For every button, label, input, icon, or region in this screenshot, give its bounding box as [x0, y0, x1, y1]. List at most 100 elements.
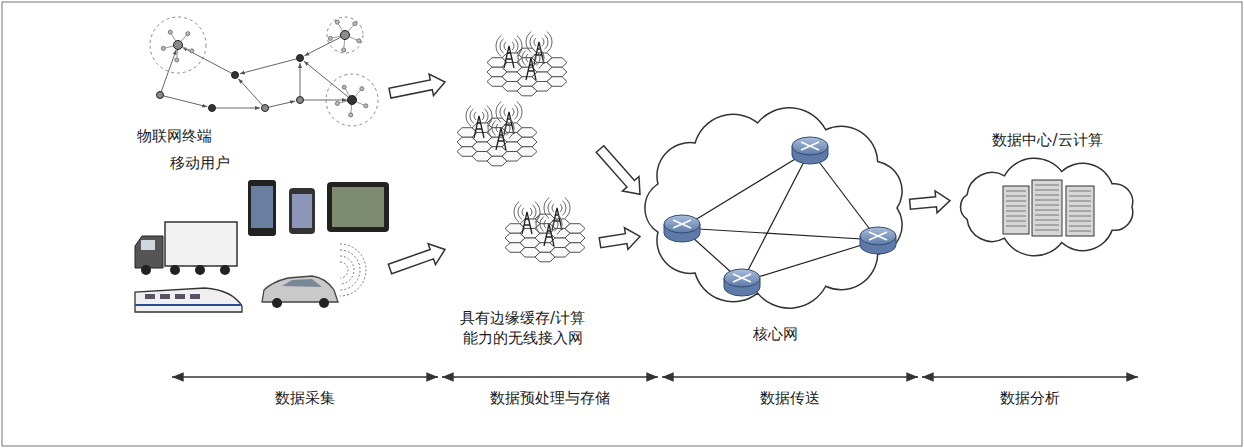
radio-wave — [526, 32, 531, 53]
sensor-dot — [353, 22, 357, 26]
stage-label: 数据传送 — [757, 389, 823, 408]
radio-wave — [534, 38, 536, 46]
node-label: 核心网 — [753, 324, 798, 344]
router-symbol — [860, 227, 896, 254]
radio-wave — [496, 36, 501, 57]
wheel — [141, 265, 151, 275]
server-slot — [1006, 196, 1026, 197]
iot-node — [297, 97, 304, 104]
signal-wave — [340, 262, 348, 278]
radio-wave — [504, 124, 506, 132]
server-body — [1066, 186, 1094, 236]
server-slot — [1035, 200, 1059, 201]
server-slot — [1035, 220, 1059, 221]
radio-wave — [565, 198, 570, 219]
stage-axis — [662, 376, 918, 377]
radio-wave — [554, 217, 558, 231]
sensor-dot — [161, 46, 165, 50]
sensor-dot — [357, 39, 361, 43]
sensor-dot — [349, 113, 353, 117]
server-slot — [1069, 231, 1091, 232]
radio-wave — [539, 48, 544, 69]
radio-wave — [488, 118, 493, 139]
mesh-link — [300, 63, 301, 100]
radio-wave — [504, 108, 506, 116]
sensor-dot — [335, 20, 339, 24]
train-window — [160, 294, 170, 299]
radio-wave — [506, 121, 510, 135]
iot-node — [341, 31, 350, 40]
server-slot — [1006, 191, 1026, 192]
mesh-link — [304, 61, 352, 100]
router-arrows — [801, 142, 819, 150]
router-top — [664, 215, 700, 233]
mesh-link — [212, 108, 260, 109]
network-part: 数据中心/云计算 — [950, 128, 1145, 260]
radio-wave — [544, 220, 546, 228]
node-label: 物联网终端 — [137, 126, 212, 146]
mobile-devices — [135, 180, 389, 312]
sensor-dot — [175, 58, 179, 62]
server-slot — [1006, 206, 1026, 207]
mesh-link — [160, 50, 176, 95]
router-arrows — [673, 220, 691, 228]
radio-wave — [512, 108, 514, 116]
iot-mesh — [150, 17, 378, 126]
radio-wave — [526, 54, 528, 62]
base-station-tower — [514, 202, 540, 234]
truck-trailer — [165, 222, 237, 266]
server-slot — [1069, 216, 1091, 217]
base-station-tower — [518, 48, 544, 80]
server-slot — [1035, 210, 1059, 211]
server-rack — [1066, 186, 1094, 236]
server-slot — [1006, 216, 1026, 217]
phone — [248, 180, 276, 236]
node-label: 移动用户 — [170, 153, 230, 173]
core-link — [742, 150, 810, 282]
core-link — [810, 150, 878, 240]
network-part: 物联网终端 — [125, 8, 390, 150]
flow-arrow — [910, 191, 950, 213]
wheel — [195, 265, 205, 275]
sensor-dot — [364, 104, 368, 108]
sensor-dot — [342, 85, 346, 89]
radio-wave — [542, 38, 544, 46]
mesh-link — [300, 100, 347, 101]
radio-wave — [496, 102, 501, 123]
radio-wave — [518, 205, 522, 219]
radio-wave — [484, 109, 488, 123]
radio-wave — [517, 102, 522, 123]
radio-wave — [514, 39, 518, 53]
server-slot — [1035, 195, 1059, 196]
base-station-tower — [496, 36, 522, 68]
router-top — [792, 137, 828, 155]
radio-wave — [560, 204, 562, 212]
mesh-link — [240, 58, 300, 74]
network-part: 具有边缘缓存/计算 能力的无线接入网 — [445, 15, 600, 350]
cell-grid — [505, 214, 585, 262]
radio-wave — [522, 208, 524, 216]
flow-arrow — [389, 74, 445, 98]
radio-wave — [470, 109, 474, 123]
cluster-circle — [150, 17, 206, 73]
router-symbol — [724, 269, 760, 296]
cell-hexagon — [547, 77, 567, 87]
flow-arrow — [388, 244, 445, 274]
server-slot — [1069, 191, 1091, 192]
sensor-dot — [186, 32, 190, 36]
iot-node — [174, 41, 183, 50]
stage-axis — [172, 376, 438, 377]
radio-wave — [548, 201, 552, 215]
cell-grid — [487, 48, 567, 96]
flow-arrow — [599, 228, 640, 250]
radio-wave — [562, 201, 566, 215]
server-slot — [1035, 225, 1059, 226]
radio-wave — [532, 205, 536, 219]
mesh-link — [265, 101, 295, 108]
radio-wave — [518, 48, 523, 69]
server-slot — [1006, 226, 1026, 227]
core-link — [682, 150, 810, 228]
radio-wave — [535, 202, 540, 223]
